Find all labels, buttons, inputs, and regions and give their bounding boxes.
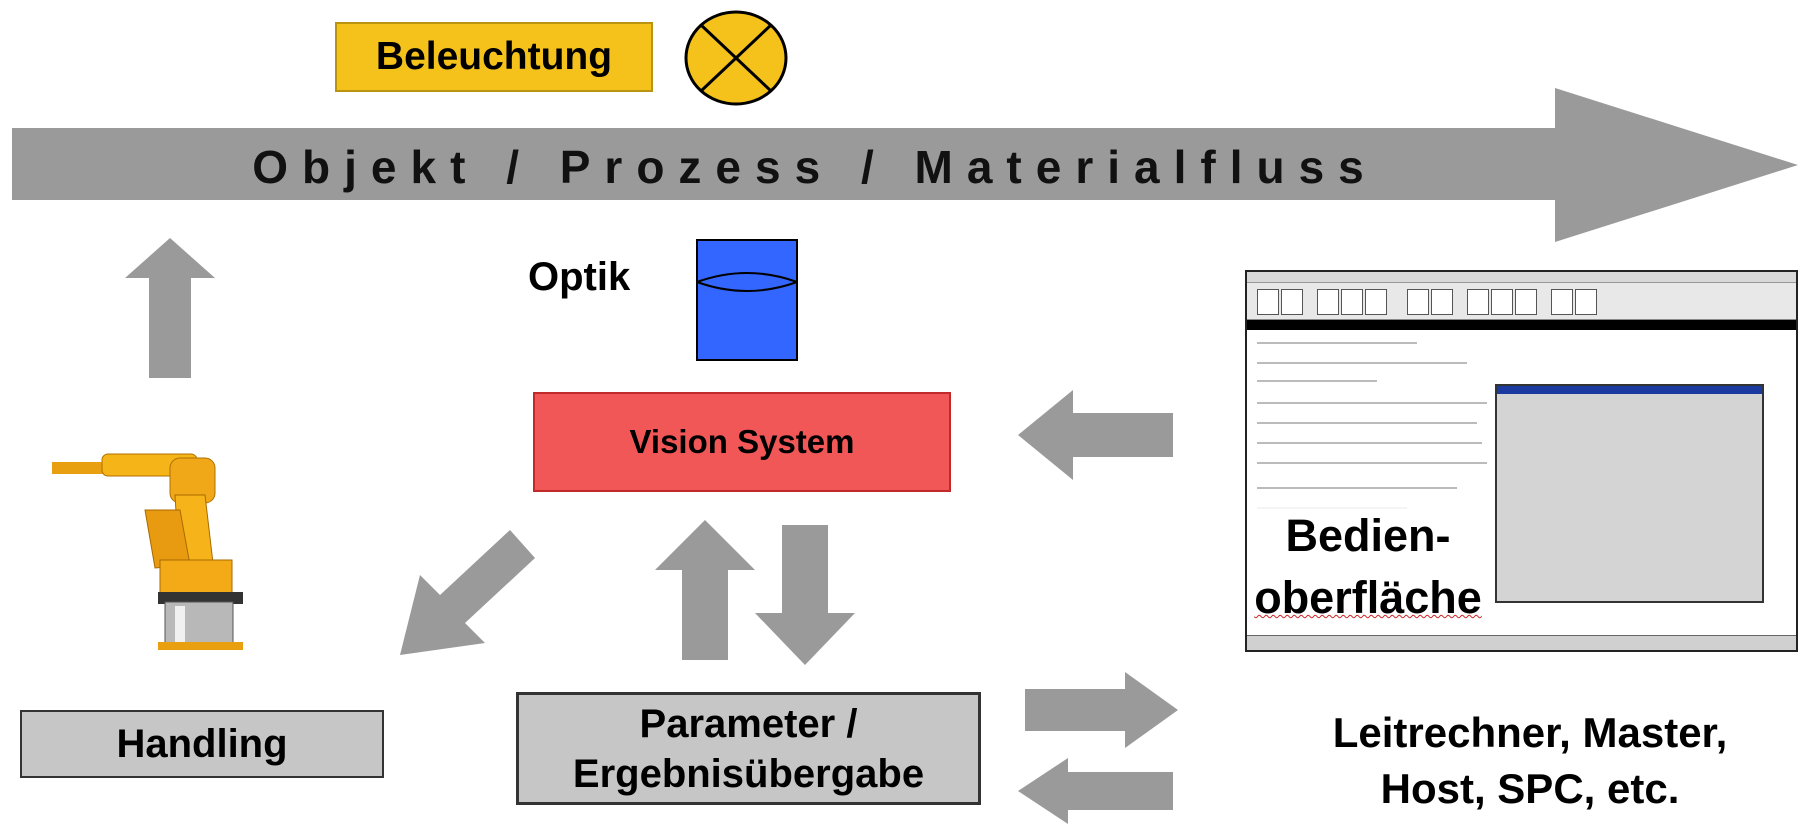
handling-box: Handling bbox=[20, 710, 384, 778]
optics-label: Optik bbox=[528, 255, 631, 299]
ui-line2: oberfläche bbox=[1254, 572, 1482, 623]
lighting-box: Beleuchtung bbox=[335, 22, 653, 92]
arrow-down-parameter bbox=[755, 525, 855, 665]
arrow-to-host bbox=[1025, 672, 1178, 748]
vision-system-box: Vision System bbox=[533, 392, 951, 492]
arrow-to-handling bbox=[400, 530, 535, 655]
user-interface-label: Bedien- oberfläche bbox=[1248, 505, 1488, 629]
parameter-line2: Ergebnisübergabe bbox=[572, 751, 925, 796]
arrow-from-host bbox=[1018, 758, 1173, 824]
host-line2: Host, SPC, etc. bbox=[1380, 765, 1680, 812]
host-line1: Leitrechner, Master, bbox=[1332, 709, 1728, 756]
flow-label: Objekt / Prozess / Materialfluss bbox=[252, 141, 1378, 193]
lamp-icon bbox=[684, 10, 788, 106]
robot-arm-icon bbox=[52, 453, 243, 650]
arrow-up-handling bbox=[125, 238, 215, 378]
arrow-up-vision bbox=[655, 520, 755, 660]
lens-icon bbox=[696, 239, 798, 361]
host-label: Leitrechner, Master, Host, SPC, etc. bbox=[1290, 705, 1770, 817]
ui-line1: Bedien- bbox=[1285, 510, 1451, 561]
parameter-line1: Parameter / bbox=[639, 701, 858, 746]
arrow-from-ui bbox=[1018, 390, 1173, 480]
parameter-box: Parameter / Ergebnisübergabe bbox=[516, 692, 981, 805]
